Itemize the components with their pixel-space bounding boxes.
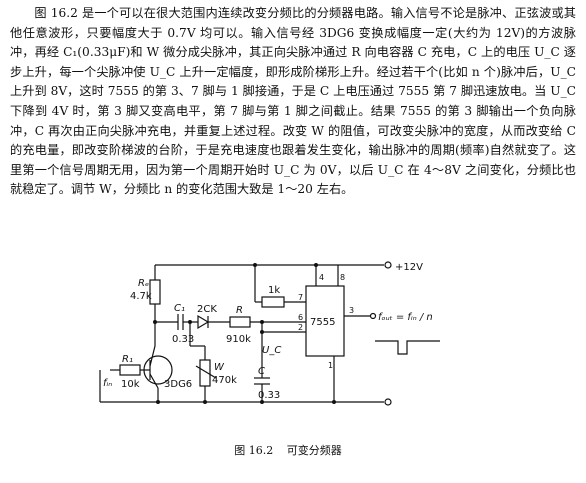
pot-value: 470k (212, 375, 237, 386)
junction-dot (260, 330, 264, 334)
junction-dot (260, 320, 264, 324)
resistor-r1 (119, 364, 141, 376)
output-pulse-waveform (375, 340, 440, 355)
r-label: R (236, 305, 243, 316)
junction-dot (203, 400, 207, 404)
body-paragraph: 图 16.2 是一个可以在很大范围内连续改变分频比的分频器电路。输入信号不论是脉… (10, 6, 576, 197)
junction-dot (314, 263, 318, 267)
c1-value: 0.33 (172, 334, 194, 345)
junction-dot (188, 320, 192, 324)
supply-label: +12V (395, 262, 423, 273)
ic-label: 7555 (310, 317, 335, 328)
transistor-label: 3DG6 (164, 379, 192, 390)
input-label: fᵢₙ (103, 378, 112, 389)
caption-title: 可变分频器 (286, 444, 342, 457)
pin-label: 3 (349, 306, 354, 315)
r1-value: 10k (121, 379, 140, 390)
junction-dot (260, 400, 264, 404)
pin-label: 4 (319, 273, 324, 282)
re-label: Rₑ (138, 278, 149, 289)
resistor-1k (261, 296, 285, 308)
ground-terminal (384, 398, 392, 406)
circuit-diagram: +12V 7555 4 8 7 6 2 3 1 Rₑ 4.7k 1k C₁ 0.… (99, 261, 440, 406)
pin-label: 6 (298, 313, 303, 322)
supply-terminal (384, 261, 392, 269)
c-label: C (258, 366, 265, 377)
pin-label: 8 (340, 273, 345, 282)
pin-label: 7 (298, 293, 303, 302)
c-value: 0.33 (258, 390, 280, 401)
figure-caption: 图 16.2 可变分频器 (0, 442, 586, 458)
r-value: 910k (226, 334, 251, 345)
pot-label: W (214, 362, 225, 373)
diode-2ck (197, 314, 210, 330)
junction-dot (156, 400, 160, 404)
junction-dot (253, 263, 257, 267)
uc-label: U_C (262, 345, 281, 356)
r-1k-value: 1k (268, 285, 280, 296)
output-terminal (369, 312, 377, 320)
ic-7555 (305, 285, 345, 357)
re-value: 4.7k (130, 291, 152, 302)
pin-label: 1 (328, 361, 333, 370)
output-formula: fₒᵤₜ = fᵢₙ / n (378, 312, 433, 323)
caption-number: 图 16.2 (234, 444, 274, 457)
c1-label: C₁ (174, 303, 185, 314)
pin-label: 2 (298, 323, 303, 332)
r1-label: R₁ (122, 354, 133, 365)
diode-label: 2CK (197, 304, 217, 315)
resistor-r (229, 316, 251, 328)
junction-dot (153, 320, 157, 324)
junction-dot (332, 400, 336, 404)
